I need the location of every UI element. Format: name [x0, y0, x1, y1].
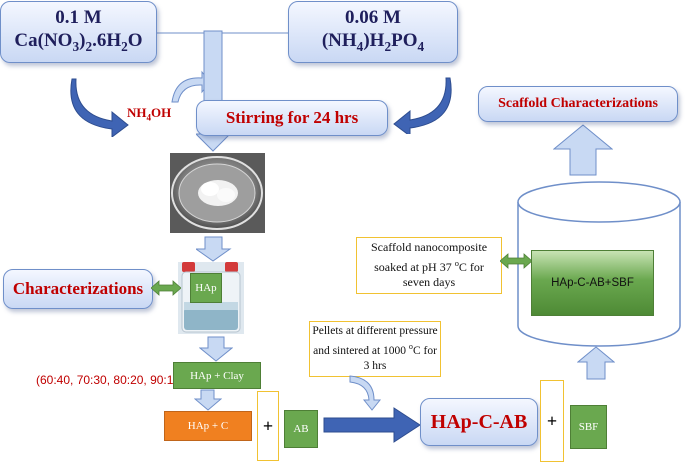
reagent-right-formula-part-5: 4	[417, 38, 425, 54]
reagent-left-formula: Ca(NO3)2.6H2O	[14, 29, 142, 58]
block-arrow-icon-up-1	[577, 346, 615, 380]
soak-text-part-0: Scaffold nanocomposite soaked at pH 37	[370, 240, 488, 274]
reagent-left-formula-part-2: )	[79, 30, 86, 52]
block-arrow-icon-up-2	[553, 124, 613, 176]
hap-clay-label: HAp + Clay	[190, 369, 244, 382]
pellets-text-part-0: Pellets at different pressure and sinter…	[312, 325, 438, 357]
nh4oh-label: NH4OH	[127, 105, 171, 123]
hap-c-ab-label: HAp-C-AB	[430, 410, 528, 433]
nh4oh-label-part-2: OH	[151, 105, 172, 120]
characterizations-box: Characterizations	[3, 269, 153, 309]
block-arrow-icon-down-4	[194, 389, 222, 411]
reagent-right-formula-part-2: )H	[363, 30, 385, 52]
ratios-label: (60:40, 70:30, 80:20, 90:10	[36, 373, 181, 387]
cylinder-label-box: HAp-C-AB+SBF	[531, 250, 654, 316]
reagent-right-concentration: 0.06 M	[345, 7, 401, 29]
curved-arrow-icon-right	[393, 77, 452, 134]
scaffold-characterizations-label: Scaffold Characterizations	[498, 96, 658, 111]
block-arrow-icon-right	[323, 407, 421, 443]
reagent-left-concentration: 0.1 M	[55, 7, 102, 29]
reagent-right-formula-part-3: 2	[384, 38, 392, 54]
reagent-left-formula-part-0: Ca(NO	[14, 30, 73, 52]
pellets-text-part-1: o	[408, 342, 413, 352]
pellets-text: Pellets at different pressure and sinter…	[312, 324, 438, 374]
soak-text-part-1: o	[454, 258, 459, 268]
nh4oh-label-part-1: 4	[146, 112, 152, 123]
hap-c-ab-box: HAp-C-AB	[420, 398, 538, 446]
ab-label: AB	[293, 423, 309, 435]
pellets-text-part-2: C for 3 hrs	[363, 344, 437, 372]
hap-clay-box: HAp + Clay	[173, 362, 261, 389]
hap-jar-label: HAp	[195, 282, 217, 294]
plus-box-1: +	[257, 391, 279, 461]
reagent-left-formula-part-5: 2	[121, 38, 128, 54]
reagent-box-right: 0.06 M (NH4)H2PO4	[288, 1, 458, 63]
sbf-label: SBF	[578, 421, 599, 433]
reagent-left-formula-part-4: .6H	[92, 30, 122, 52]
reagent-left-formula-part-6: O	[127, 30, 143, 52]
curved-arrow-icon-small	[349, 375, 382, 411]
scaffold-characterizations-box: Scaffold Characterizations	[478, 86, 678, 122]
pellets-text-box: Pellets at different pressure and sinter…	[309, 321, 441, 377]
plus-symbol-1: +	[262, 415, 274, 436]
soak-text: Scaffold nanocomposite soaked at pH 37 o…	[359, 240, 499, 291]
double-arrow-icon-right	[500, 253, 532, 269]
reagent-right-formula: (NH4)H2PO4	[322, 29, 424, 58]
hap-c-label: HAp + C	[187, 420, 229, 432]
reagent-left-formula-part-1: 3	[72, 38, 80, 54]
stirring-box: Stirring for 24 hrs	[196, 100, 388, 136]
reagent-right-formula-part-4: PO	[391, 30, 418, 52]
soak-text-part-2: C for seven days	[402, 259, 484, 290]
reagent-box-left: 0.1 M Ca(NO3)2.6H2O	[0, 1, 157, 63]
reagent-right-formula-part-0: (NH	[321, 30, 357, 52]
stirring-label: Stirring for 24 hrs	[225, 108, 359, 127]
block-arrow-icon-down-3	[199, 336, 233, 362]
characterizations-label: Characterizations	[12, 279, 144, 298]
curved-arrow-icon	[70, 78, 129, 137]
plus-symbol-2: +	[546, 410, 558, 431]
block-arrow-icon-down-2	[196, 236, 232, 262]
hap-c-box: HAp + C	[164, 411, 252, 441]
double-arrow-icon-left	[151, 280, 181, 296]
ab-box: AB	[284, 410, 318, 448]
reagent-left-formula-part-3: 2	[85, 38, 93, 54]
nh4oh-label-part-0: NH	[127, 105, 147, 120]
hap-jar-label-box: HAp	[190, 273, 222, 303]
petri-dish-image	[170, 153, 265, 233]
reagent-right-formula-part-1: 4	[356, 38, 364, 54]
cylinder-label: HAp-C-AB+SBF	[551, 277, 634, 289]
sbf-box: SBF	[570, 405, 607, 449]
soak-text-box: Scaffold nanocomposite soaked at pH 37 o…	[356, 237, 502, 294]
plus-box-2: +	[540, 380, 564, 462]
